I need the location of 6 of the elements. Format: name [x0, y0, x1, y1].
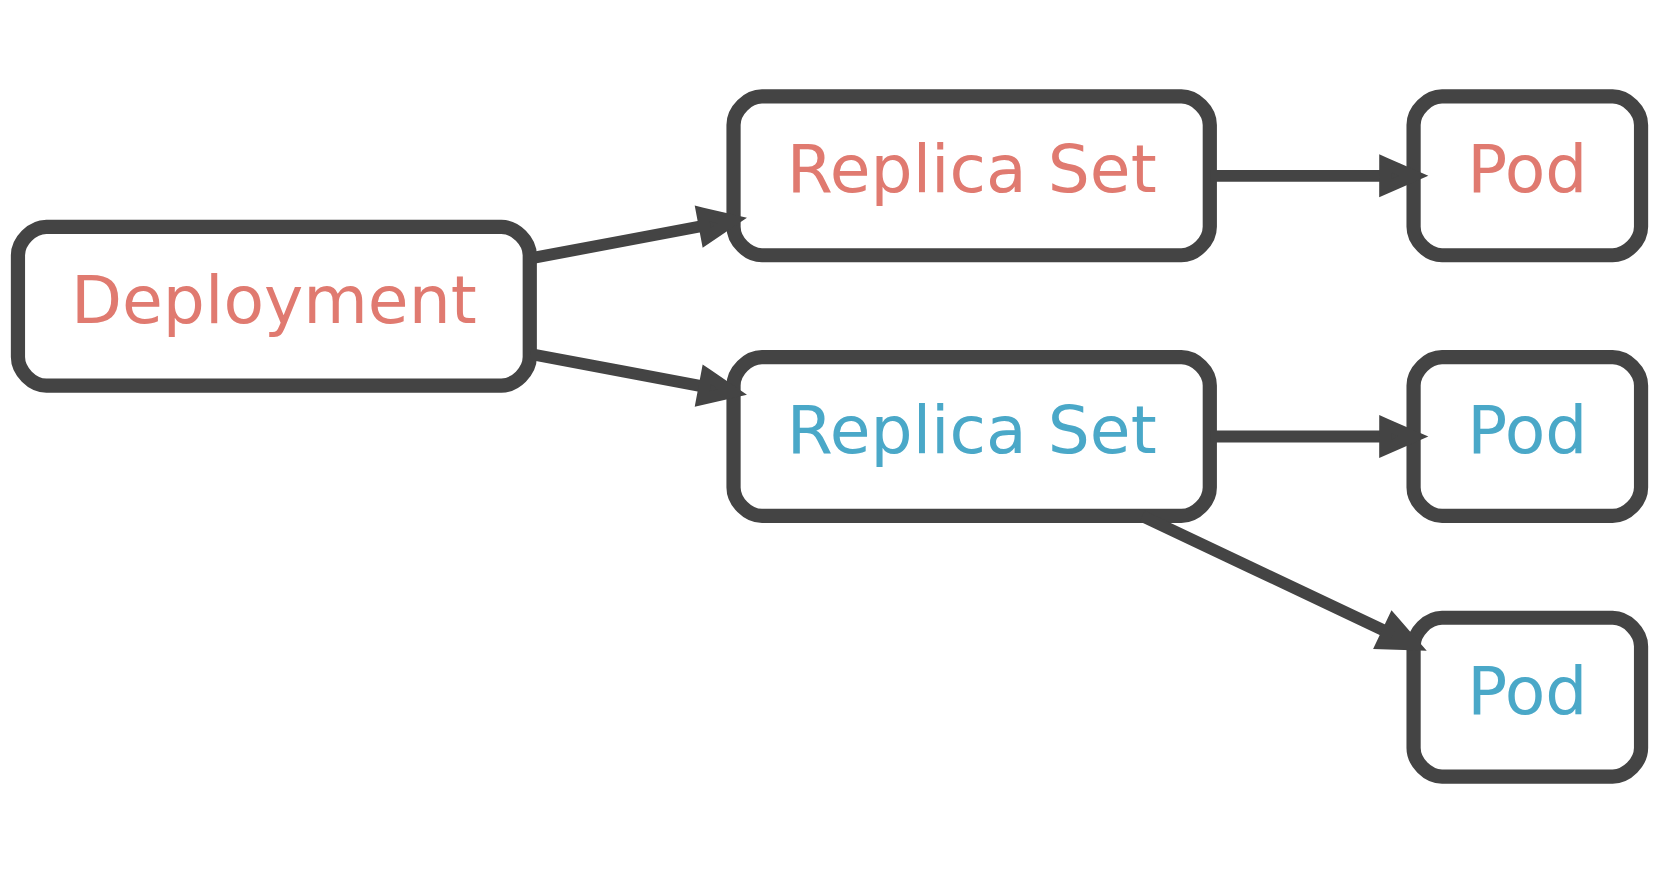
node-box: Pod: [1406, 88, 1649, 262]
node-box: Replica Set: [726, 88, 1217, 262]
node-box: Pod: [1406, 610, 1649, 784]
node-box: Replica Set: [726, 349, 1217, 523]
node-box: Pod: [1406, 349, 1649, 523]
node-box: Deployment: [10, 219, 537, 393]
